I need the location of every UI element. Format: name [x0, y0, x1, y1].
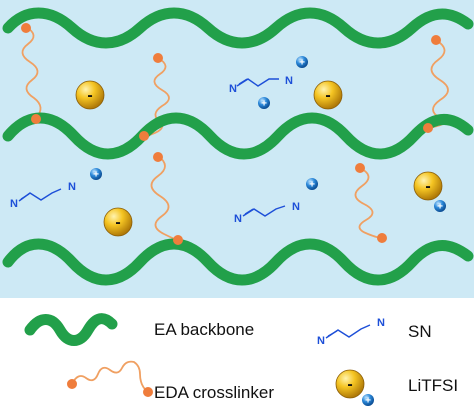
- backbone-chain-top: [2, 7, 474, 49]
- anion-sign: -: [425, 178, 430, 195]
- sn-molecule-2: N N: [10, 181, 76, 210]
- cation-sphere: +: [296, 56, 308, 69]
- crosslink-nodes: [21, 23, 441, 245]
- cation-sphere: +: [434, 200, 446, 213]
- crosslink-node: [377, 233, 387, 243]
- svg-text:-: -: [347, 376, 352, 393]
- svg-text:N: N: [377, 317, 385, 329]
- svg-text:N: N: [68, 181, 76, 193]
- svg-text:N: N: [234, 213, 242, 225]
- legend-crosslinker-label: EDA crosslinker: [154, 383, 274, 402]
- anion-sign: -: [115, 214, 120, 231]
- backbone-chain-bottom: [2, 238, 474, 286]
- legend-litfsi-label: LiTFSI: [408, 376, 458, 395]
- crosslinker-4: [150, 155, 179, 241]
- cation-sphere: +: [90, 168, 102, 181]
- anion-sign: -: [87, 87, 92, 104]
- crosslink-node: [31, 114, 41, 124]
- anion-sphere-4: -: [413, 171, 443, 201]
- backbone-group: [2, 7, 474, 286]
- svg-text:+: +: [437, 202, 443, 213]
- anion-sphere-3: -: [103, 207, 133, 237]
- anion-sign: -: [325, 87, 330, 104]
- svg-text:N: N: [10, 198, 18, 210]
- crosslink-node: [153, 53, 163, 63]
- cation-sphere: +: [258, 97, 270, 110]
- svg-text:N: N: [292, 201, 300, 213]
- crosslink-node: [139, 131, 149, 141]
- crosslink-node: [173, 235, 183, 245]
- legend-crosslinker-node: [143, 387, 153, 397]
- legend-sn-label: SN: [408, 322, 432, 341]
- legend-crosslinker-swatch: [71, 360, 149, 393]
- svg-text:+: +: [365, 396, 371, 407]
- svg-text:N: N: [317, 335, 325, 347]
- crosslink-node: [21, 23, 31, 33]
- sn-molecule-1: N N: [229, 75, 293, 95]
- svg-text:N: N: [229, 83, 237, 95]
- legend-crosslinker-node: [67, 379, 77, 389]
- sn-molecule-3: N N: [234, 201, 300, 225]
- crosslink-node: [423, 123, 433, 133]
- legend-backbone-label: EA backbone: [154, 320, 254, 339]
- legend-backbone-swatch: [24, 313, 118, 346]
- svg-text:+: +: [261, 99, 267, 110]
- crosslink-node: [355, 163, 365, 173]
- crosslinker-1: [21, 26, 42, 119]
- legend-litfsi-swatch: - +: [335, 369, 374, 407]
- svg-text:+: +: [93, 170, 99, 181]
- svg-text:+: +: [309, 180, 315, 191]
- legend: EA backbone EDA crosslinker N N SN - + L…: [24, 313, 458, 407]
- legend-sn-swatch: N N: [317, 317, 385, 347]
- backbone-chain-middle: [2, 112, 474, 160]
- anion-sphere-1: -: [75, 80, 105, 110]
- svg-text:+: +: [299, 58, 305, 69]
- crosslink-node: [153, 152, 163, 162]
- crosslink-node: [431, 35, 441, 45]
- anion-sphere-2: -: [313, 80, 343, 110]
- svg-text:N: N: [285, 75, 293, 87]
- crosslinker-5: [354, 167, 383, 239]
- cation-sphere: +: [306, 178, 318, 191]
